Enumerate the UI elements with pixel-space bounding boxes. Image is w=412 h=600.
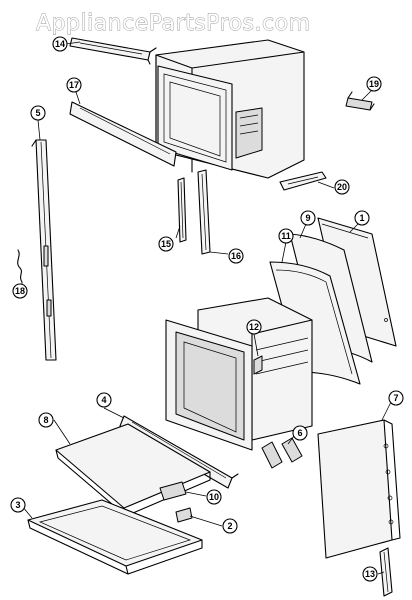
part-17-upper-vent-strip[interactable] [69,101,177,167]
callout-label: 3 [15,500,20,510]
callout-12[interactable]: 12 [246,319,262,335]
callout-label: 9 [305,213,310,223]
part-7-side-panel[interactable] [317,419,401,559]
callout-20[interactable]: 20 [334,179,350,195]
callout-13[interactable]: 13 [362,566,378,582]
callout-17[interactable]: 17 [66,77,82,93]
callout-label: 4 [101,395,106,405]
part-5-left-rail[interactable] [31,139,57,361]
part-13-vertical-trim[interactable] [379,547,393,597]
callout-label: 12 [249,322,259,332]
callout-10[interactable]: 10 [206,489,222,505]
callout-5[interactable]: 5 [30,105,46,121]
part-20-panel-strip[interactable] [279,171,327,191]
callout-label: 1 [359,213,364,223]
callout-label: 16 [231,251,241,261]
site-watermark: AppliancePartsPros.com [36,11,311,36]
callout-label: 14 [55,39,65,49]
callout-14[interactable]: 14 [52,36,68,52]
callout-label: 20 [337,182,347,192]
part-15-vertical-bracket[interactable] [177,177,187,243]
callout-3[interactable]: 3 [10,497,26,513]
callout-11[interactable]: 11 [278,228,294,244]
callout-label: 11 [281,231,291,241]
main-oven-cavity [165,297,313,451]
callout-9[interactable]: 9 [300,210,316,226]
part-2-bracket[interactable] [175,507,193,523]
callout-18[interactable]: 18 [12,283,28,299]
callout-1[interactable]: 1 [354,210,370,226]
part-19-bracket[interactable] [345,91,375,111]
callout-6[interactable]: 6 [292,425,308,441]
callout-label: 6 [297,428,302,438]
part-14-top-trim-strip[interactable] [69,37,157,65]
callout-label: 7 [393,393,398,403]
part-3-bottom-tray[interactable] [27,499,203,575]
callout-2[interactable]: 2 [222,518,238,534]
upper-cavity-box [155,39,305,179]
part-18-wire-clip[interactable] [17,249,23,283]
callout-4[interactable]: 4 [96,392,112,408]
callout-label: 18 [15,286,25,296]
callout-8[interactable]: 8 [38,412,54,428]
part-6-hinge-pair[interactable] [261,437,303,469]
callout-label: 10 [209,492,219,502]
callout-15[interactable]: 15 [158,236,174,252]
callout-label: 13 [365,569,375,579]
callout-leader-lines [21,41,393,575]
callout-7[interactable]: 7 [388,390,404,406]
callout-19[interactable]: 19 [366,76,382,92]
callout-label: 5 [35,108,40,118]
part-8-deflector-tray[interactable] [55,423,211,517]
part-16-vertical-bracket[interactable] [197,169,211,255]
callout-label: 15 [161,239,171,249]
callout-label: 2 [227,521,232,531]
callout-16[interactable]: 16 [228,248,244,264]
callout-label: 19 [369,79,379,89]
callout-label: 17 [69,80,79,90]
callout-markers: 14 17 19 5 20 9 1 11 15 16 18 12 8 4 7 6… [10,36,404,582]
part-12-clip[interactable] [253,355,263,375]
part-10-pivot-bracket[interactable] [159,481,187,501]
callout-label: 8 [43,415,48,425]
